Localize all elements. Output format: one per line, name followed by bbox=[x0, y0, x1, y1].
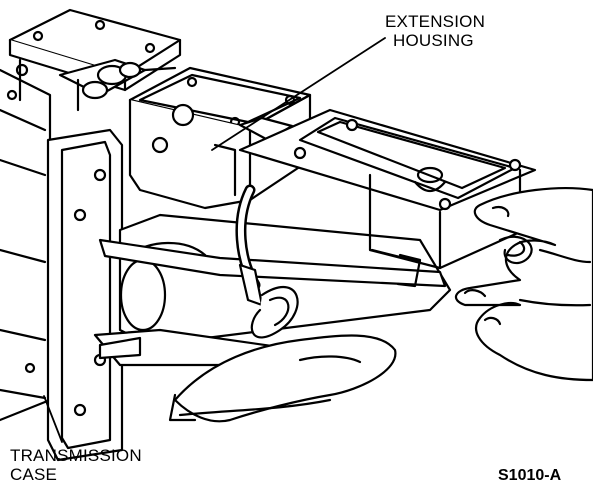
output-arm bbox=[235, 184, 299, 339]
extension-housing-label-line2: HOUSING bbox=[393, 31, 474, 50]
transmission-case-body bbox=[0, 58, 52, 422]
transmission-case-leader bbox=[43, 395, 63, 443]
shift-linkage bbox=[58, 58, 177, 112]
removed-housing bbox=[98, 108, 537, 288]
extension-housing bbox=[93, 66, 452, 367]
adapter-plate bbox=[46, 128, 124, 462]
transmission-case-label: TRANSMISSION CASE bbox=[10, 446, 142, 484]
extension-housing-leader bbox=[211, 37, 386, 151]
transmission-case-label-line2: CASE bbox=[10, 465, 58, 484]
transmission-case-label-line1: TRANSMISSION bbox=[10, 446, 142, 465]
wire-clip bbox=[498, 235, 533, 265]
extension-housing-label: EXTENSION HOUSING bbox=[385, 12, 485, 50]
left-hand bbox=[168, 334, 397, 423]
extension-housing-label-line1: EXTENSION bbox=[385, 12, 486, 31]
figure-id: S1010-A bbox=[498, 467, 562, 484]
right-hand bbox=[454, 187, 593, 382]
